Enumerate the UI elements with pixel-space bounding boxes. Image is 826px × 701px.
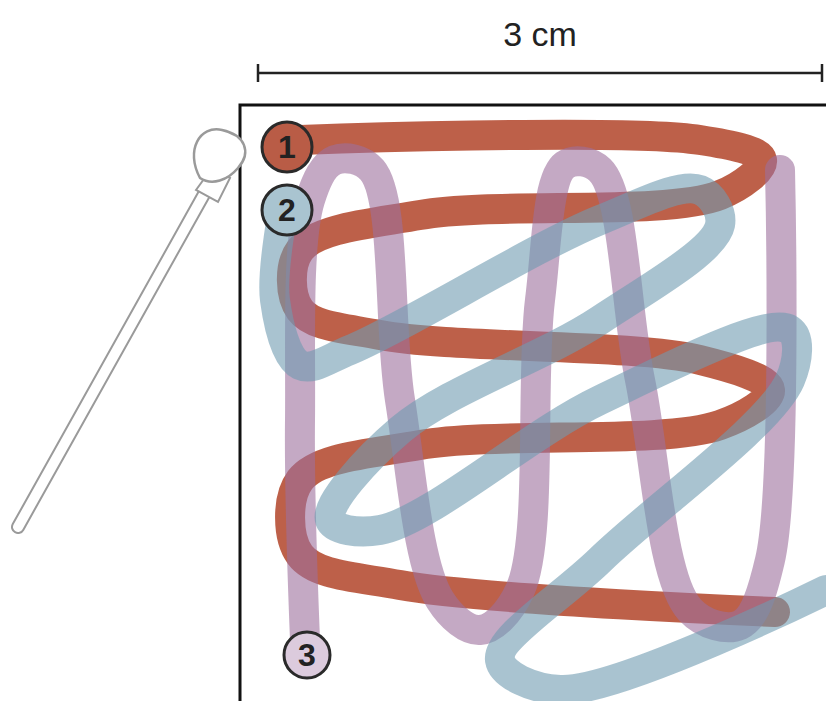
callout-number: 2 bbox=[260, 183, 314, 237]
callout-number: 1 bbox=[260, 120, 314, 174]
callout-circle: 1 bbox=[260, 120, 314, 174]
callout-number: 3 bbox=[282, 630, 332, 680]
swab bbox=[18, 129, 245, 527]
swab-path-diagonal bbox=[274, 188, 826, 690]
callout-circle: 3 bbox=[282, 630, 332, 680]
dimension-line bbox=[258, 72, 822, 75]
callout-circle: 2 bbox=[260, 183, 314, 237]
dimension-tick bbox=[257, 64, 260, 82]
dimension-label: 3 cm bbox=[503, 15, 577, 54]
area-border bbox=[240, 105, 826, 701]
dimension-tick bbox=[821, 64, 824, 82]
